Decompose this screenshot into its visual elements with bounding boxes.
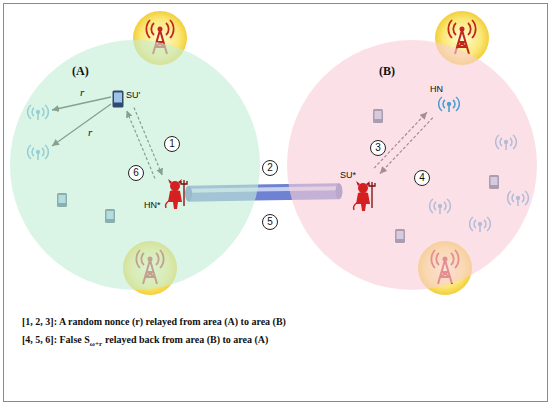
attacker-node: SU* — [340, 170, 376, 212]
area-label: (B) — [379, 64, 395, 79]
caption-line: [1, 2, 3]: A random nonce (r) relayed fr… — [22, 316, 286, 327]
phone-icon — [112, 90, 124, 108]
callout-number: 1 — [164, 136, 180, 152]
nonce-label: r — [80, 86, 84, 98]
node-label: HN — [430, 84, 443, 94]
legend-note: [1, 2, 3]: A random nonce (r) relayed fr… — [22, 316, 286, 327]
callout-number: 3 — [370, 140, 386, 156]
area-label: (A) — [72, 64, 89, 79]
node-label: HN* — [144, 200, 161, 210]
callout-number: 4 — [419, 173, 425, 183]
helper-node: HN — [430, 84, 460, 114]
area-region: (A) SU' HN* 1 6 — [10, 40, 260, 290]
wifi-icon — [438, 94, 460, 114]
user-device: SU' — [112, 90, 140, 108]
attacker-node: HN* — [144, 178, 188, 210]
attacker-icon — [162, 178, 188, 210]
callout-number: 2 — [267, 163, 273, 173]
callout-number: 4 — [414, 170, 430, 186]
attacker-icon — [350, 180, 376, 212]
callout-number: 5 — [262, 214, 278, 230]
legend-note: [4, 5, 6]: False S — [22, 334, 90, 345]
callout-number: 3 — [375, 143, 381, 153]
callout-number: 1 — [169, 139, 175, 149]
callout-number: 6 — [128, 165, 144, 181]
node-label: SU* — [340, 170, 356, 180]
callout-number: 6 — [133, 168, 139, 178]
frame — [4, 4, 548, 402]
callout-number: 5 — [267, 217, 273, 227]
caption-line: [4, 5, 6]: False Sω+rrelayed back from a… — [22, 334, 268, 345]
callout-number: 2 — [262, 160, 278, 176]
legend-note: relayed back from area (B) to area (A) — [105, 334, 268, 345]
node-label: SU' — [126, 90, 140, 100]
nonce-label: r — [88, 126, 92, 138]
area-region: (B) SU* HN 3 4 — [287, 40, 537, 290]
legend-note: ω+r — [90, 340, 102, 348]
